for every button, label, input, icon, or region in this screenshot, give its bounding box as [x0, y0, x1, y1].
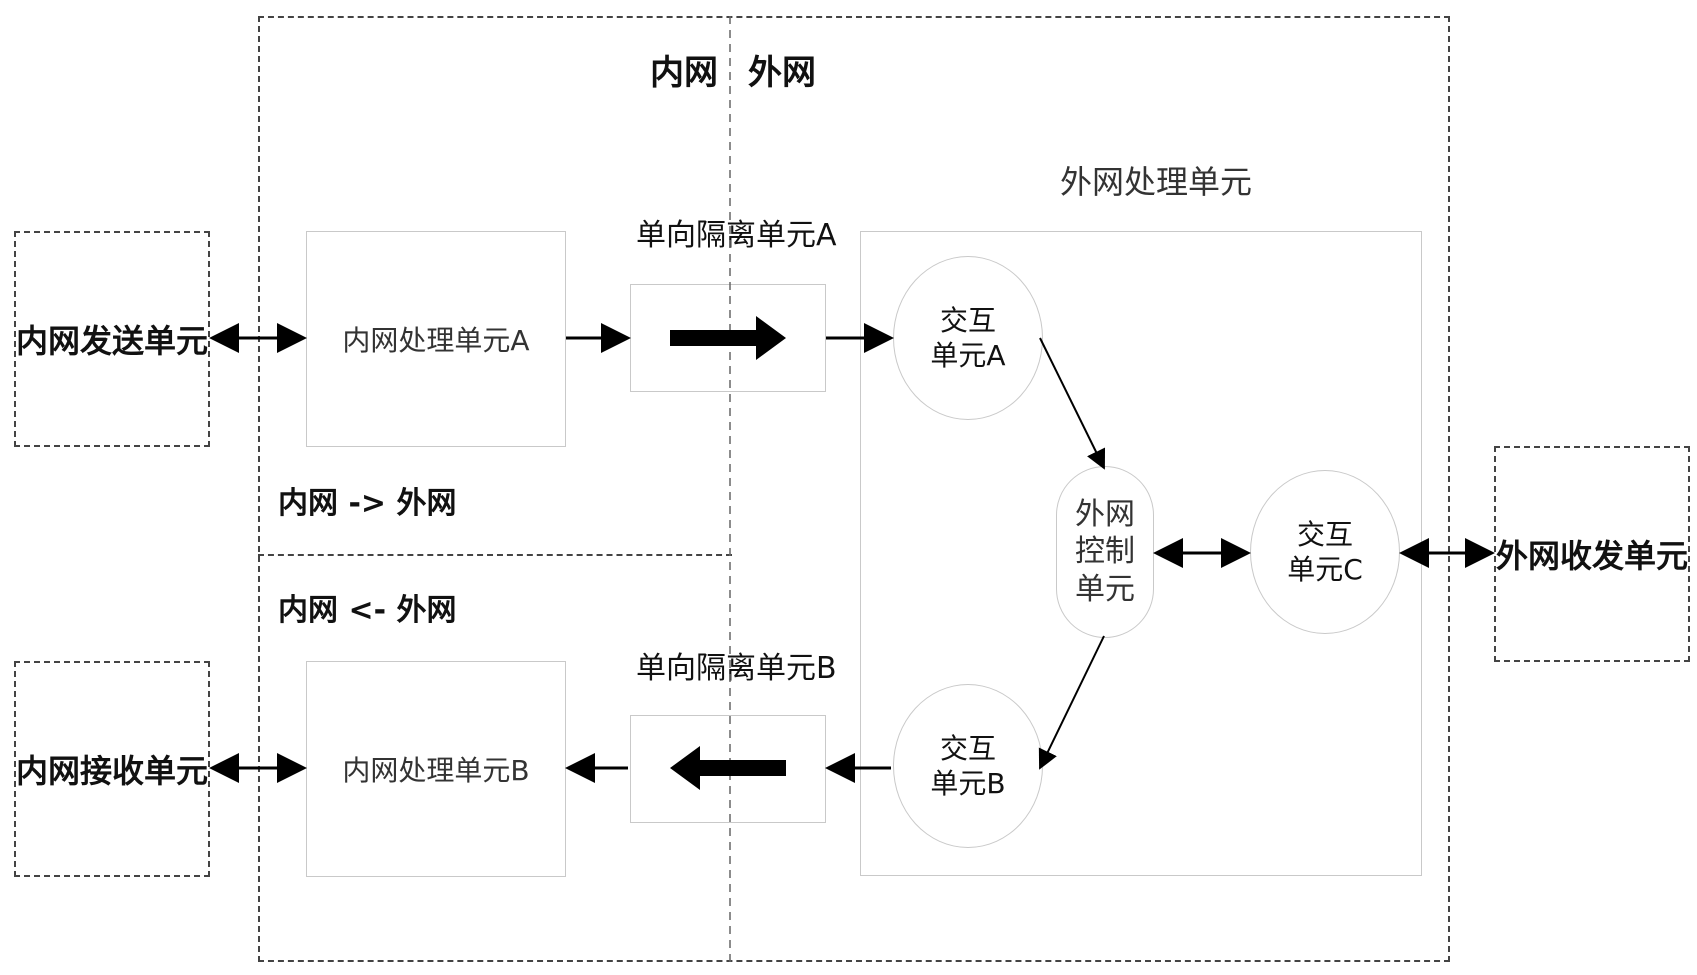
- inner-recv-label: 内网接收单元: [16, 752, 209, 790]
- direction-label-down: 内网 <- 外网: [278, 593, 457, 628]
- inner-send-unit: 内网发送单元: [14, 231, 210, 447]
- inner-proc-b: 内网处理单元B: [306, 661, 566, 877]
- inner-proc-a-label: 内网处理单元A: [342, 324, 530, 357]
- isolation-a-title: 单向隔离单元A: [636, 218, 837, 253]
- interact-unit-b: 交互单元B: [893, 684, 1043, 848]
- interact-unit-a: 交互单元A: [893, 256, 1043, 420]
- outer-net-header: 外网: [748, 53, 816, 93]
- big-arrow-left: [670, 746, 786, 790]
- outer-transceiver-label: 外网收发单元: [1496, 537, 1689, 575]
- inner-proc-b-label: 内网处理单元B: [342, 754, 530, 787]
- inner-net-header: 内网: [650, 53, 718, 93]
- outer-control-label: 外网控制单元: [1075, 496, 1135, 607]
- isolation-unit-a: [630, 284, 826, 392]
- interact-unit-a-label: 交互单元A: [930, 304, 1006, 372]
- arrow-control-interact-b: [1038, 635, 1105, 770]
- system-boundary: [258, 16, 1450, 962]
- arrow-interact-a-control: [1039, 337, 1106, 470]
- outer-control-unit: 外网控制单元: [1056, 466, 1154, 638]
- interact-unit-c-label: 交互单元C: [1287, 518, 1363, 586]
- outer-transceiver-unit: 外网收发单元: [1494, 446, 1690, 662]
- inner-to-outer-region: [258, 16, 732, 556]
- direction-label-up: 内网 -> 外网: [278, 486, 457, 521]
- inner-send-label: 内网发送单元: [16, 322, 209, 360]
- isolation-b-title: 单向隔离单元B: [636, 651, 837, 686]
- outer-proc-title: 外网处理单元: [1060, 163, 1253, 201]
- interact-unit-b-label: 交互单元B: [930, 732, 1006, 800]
- inner-proc-a: 内网处理单元A: [306, 231, 566, 447]
- big-arrow-right: [670, 316, 786, 360]
